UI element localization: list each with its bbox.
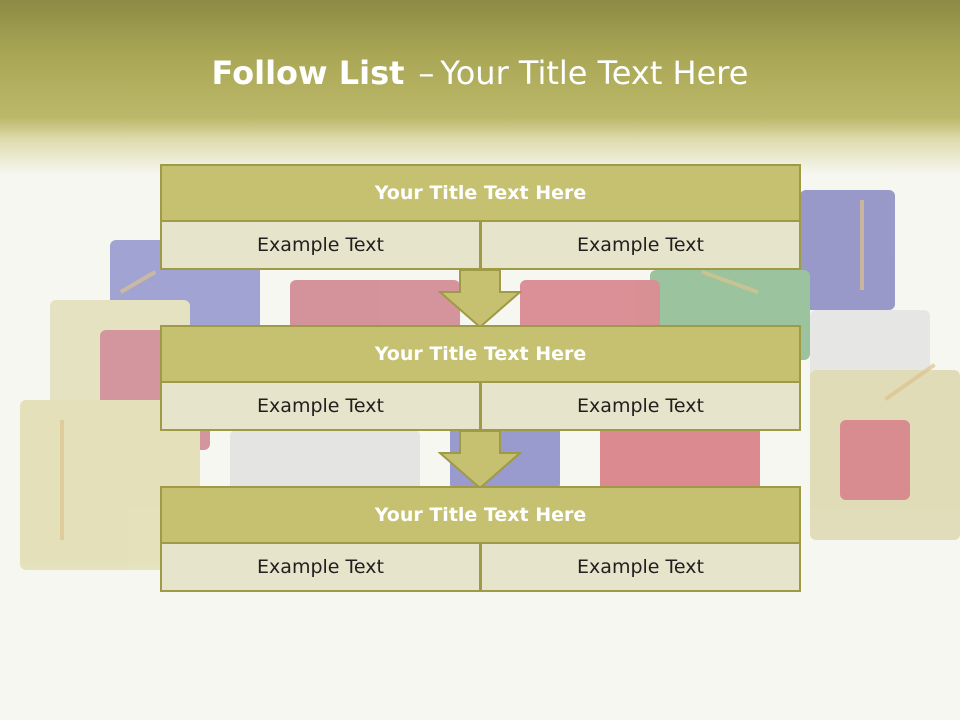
block-title: Your Title Text Here	[160, 164, 801, 222]
block-title: Your Title Text Here	[160, 486, 801, 544]
title-rest: Your Title Text Here	[440, 54, 749, 92]
block-cell-right: Example Text	[480, 220, 801, 270]
block-cell-left: Example Text	[160, 220, 481, 270]
block-cell-right: Example Text	[480, 381, 801, 431]
title-bold-part: Follow List	[211, 54, 405, 92]
block-cell-left: Example Text	[160, 542, 481, 592]
block-title: Your Title Text Here	[160, 325, 801, 383]
block-cell-left: Example Text	[160, 381, 481, 431]
header-band	[0, 0, 960, 175]
block-cell-right: Example Text	[480, 542, 801, 592]
title-separator: –	[418, 54, 435, 92]
slide-title: Follow List–Your Title Text Here	[0, 54, 960, 92]
down-arrow-icon	[438, 270, 522, 328]
down-arrow-icon	[438, 431, 522, 489]
